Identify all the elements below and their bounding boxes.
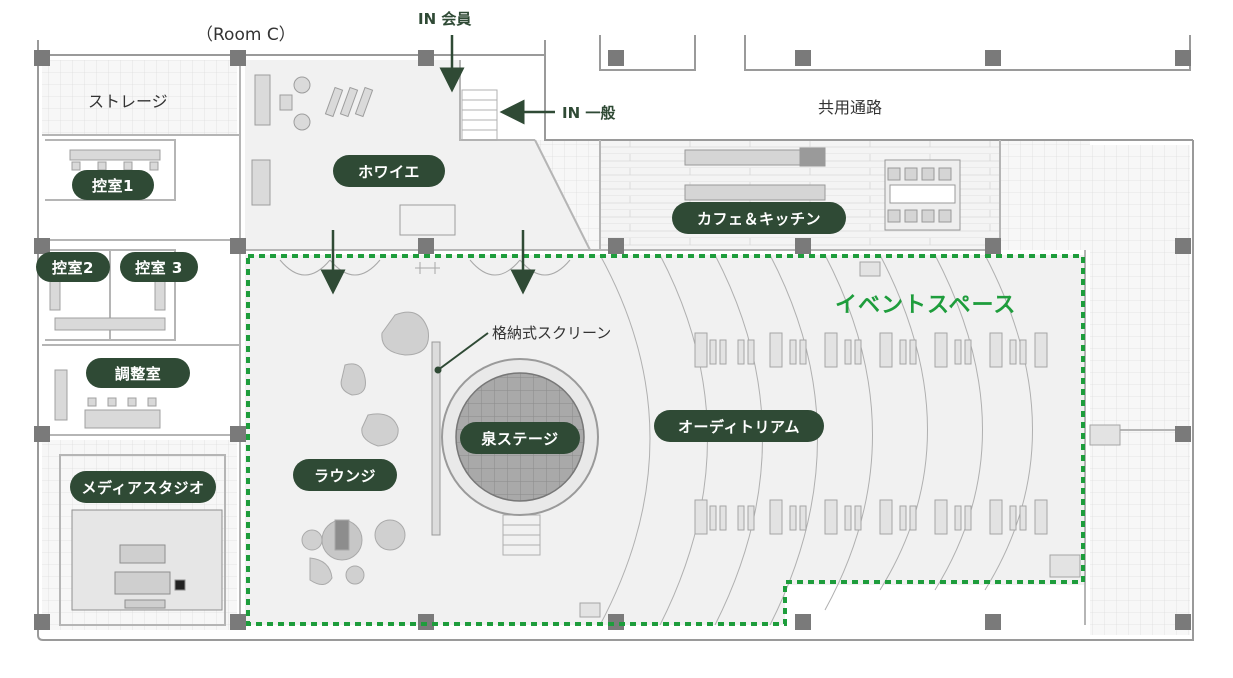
room-label-stage[interactable]: 泉ステージ bbox=[460, 422, 580, 454]
room-label-media-studio[interactable]: メディアスタジオ bbox=[70, 471, 216, 503]
retractable-screen bbox=[431, 341, 441, 536]
room-label-green-room-2[interactable]: 控室2 bbox=[36, 252, 110, 282]
in-member-label: IN 会員 bbox=[418, 10, 472, 28]
corridor-label: 共用通路 bbox=[818, 98, 883, 117]
screen-label: 格納式スクリーン bbox=[492, 324, 612, 342]
room-label-cafe[interactable]: カフェ＆キッチン bbox=[672, 202, 846, 234]
pillars bbox=[34, 50, 1191, 630]
room-label-green-room-1[interactable]: 控室1 bbox=[72, 170, 154, 200]
storage-label: ストレージ bbox=[88, 92, 168, 111]
room-c-label: （Room C） bbox=[196, 25, 296, 45]
event-space-label: イベントスペース bbox=[835, 293, 1017, 318]
auditorium-seats bbox=[579, 261, 1121, 618]
east-tile-area bbox=[1090, 145, 1190, 635]
room-label-auditorium[interactable]: オーディトリアム bbox=[654, 410, 824, 442]
event-space-outline bbox=[246, 254, 1085, 626]
room-label-foyer[interactable]: ホワイエ bbox=[333, 155, 445, 187]
room-label-green-room-3[interactable]: 控室 3 bbox=[120, 252, 198, 282]
room-label-control[interactable]: 調整室 bbox=[86, 358, 190, 388]
storage-area bbox=[42, 60, 237, 135]
in-general-label: IN 一般 bbox=[562, 104, 616, 122]
room-label-lounge[interactable]: ラウンジ bbox=[293, 459, 397, 491]
